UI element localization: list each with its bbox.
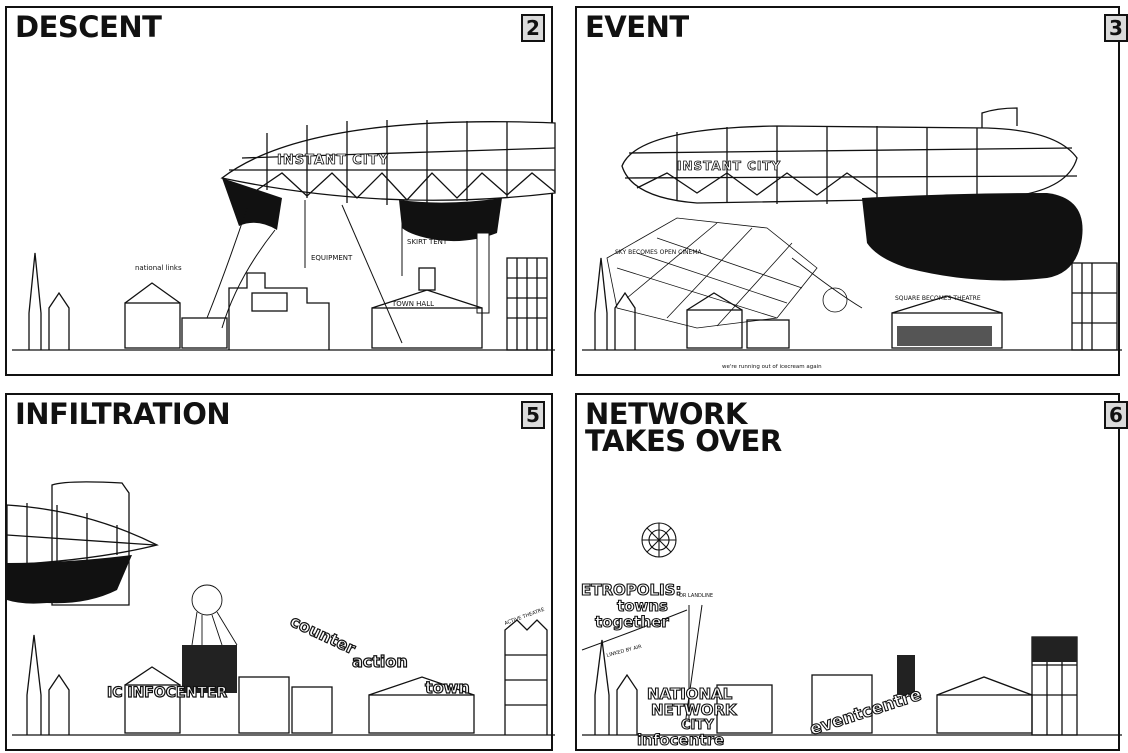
airship-skirt-dark [399,198,502,242]
skyline [12,252,555,351]
annotation-ice-cream: we're running out of icecream again [722,364,822,370]
panel-number: 6 [1104,401,1128,429]
airship-skirt-dark [862,193,1083,281]
annotation-square-theatre: SQUARE BECOMES THEATRE [895,295,981,302]
event-illustration: INSTANT CITY SKY BECOMES OPEN CINEMA SQU… [582,107,1122,370]
radar-dish [641,522,677,558]
annotation-town-hall: TOWN HALL [391,300,434,308]
panel-infiltration: IC INFOCENTER counter action town ACTIVE… [5,393,555,751]
annotation-equipment: EQUIPMENT [311,254,353,262]
grid-facade [1032,637,1077,662]
airship [6,481,159,606]
panel-descent: INSTANT CITY national link [5,6,556,376]
panel-event: INSTANT CITY SKY BECOMES OPEN CINEMA SQU… [575,6,1128,376]
panel-network-takes-over: ETROPOLIS: towns together OR LANDLINE LI… [575,393,1128,751]
panel-number: 2 [521,14,545,42]
annotation-action: action [352,652,408,671]
airship-skirt-left [222,178,282,230]
infiltration-illustration: IC INFOCENTER counter action town ACTIVE… [6,481,555,736]
panel-title: INFILTRATION [15,397,231,431]
panel-number: 5 [521,401,545,429]
annotation-sky-cinema: SKY BECOMES OPEN CINEMA [615,249,703,256]
annotation-national: NATIONAL [647,685,733,703]
network-illustration: ETROPOLIS: towns together OR LANDLINE LI… [580,522,1122,750]
airship-label: INSTANT CITY [277,153,389,168]
annotation-ic-infocenter: IC INFOCENTER [107,685,227,701]
panel-number: 3 [1104,14,1128,42]
annotation-counter: counter [287,611,358,658]
annotation-skirt-tent: SKIRT TENT [407,238,448,246]
skyline [12,619,555,736]
annotation-towns: towns [617,597,668,615]
airship-skirt-dark [7,555,132,604]
theatre-audience [897,326,992,346]
annotation-city: CITY [681,718,714,733]
annotation-national-links: national links [135,264,182,272]
airship [220,120,556,205]
descent-illustration: INSTANT CITY national link [12,120,556,351]
skyline [582,257,1122,351]
billboard [897,655,915,695]
annotation-eventcentre: eventcentre [807,685,924,740]
panel-title: DESCENT [15,10,162,44]
annotation-metropolis: ETROPOLIS: [581,581,681,599]
annotation-infocentre: infocentre [637,731,724,749]
panel-title: EVENT [585,10,689,44]
annotation-active-theatre: ACTIVE THEATRE [504,607,546,627]
annotation-network: NETWORK [651,701,738,719]
airship [621,107,1078,204]
annotation-linked-by-air: LINKED BY AIR [606,644,643,659]
projection-screen [182,645,237,693]
annotation-town: town [425,678,470,697]
annotation-together: together [595,613,669,631]
panel-title: NETWORK TAKES OVER [585,397,782,458]
airship-label: INSTANT CITY [677,159,781,173]
annotation-or-landline: OR LANDLINE [679,593,713,599]
